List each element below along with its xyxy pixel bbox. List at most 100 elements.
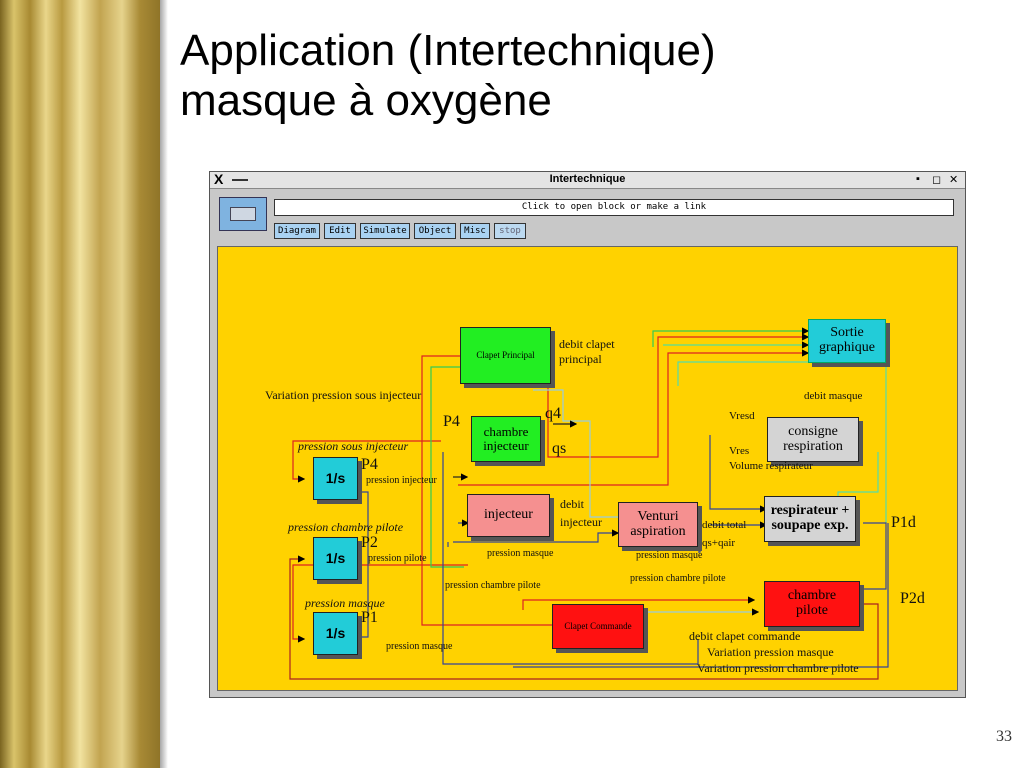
- scicos-main-button[interactable]: [219, 197, 267, 231]
- block-integrator-p1[interactable]: 1/s: [313, 612, 358, 655]
- block-injecteur[interactable]: injecteur: [467, 494, 550, 537]
- menu-edit-button[interactable]: Edit: [324, 223, 356, 239]
- block-respirateur-line2: soupape exp.: [771, 518, 849, 533]
- wire-blue-6: [698, 523, 701, 553]
- label-pression-masque-right: pression masque: [636, 550, 703, 561]
- menu-object-button[interactable]: Object: [414, 223, 456, 239]
- message-bar: Click to open block or make a link: [274, 199, 954, 216]
- window-titlebar[interactable]: X Intertechnique ▪ ◻ ✕: [210, 171, 965, 189]
- wire-blue-1: [442, 452, 699, 665]
- label-debit-masque: debit masque: [804, 390, 863, 402]
- label-pression-chambre-pilote-1: pression chambre pilote: [445, 580, 541, 591]
- wire-blue-7: [863, 522, 887, 590]
- block-clapet-commande[interactable]: Clapet Commande: [552, 604, 644, 649]
- label-vres: Vres: [729, 445, 750, 457]
- block-integrator-p2[interactable]: 1/s: [313, 537, 358, 580]
- wire-red-sortie-2: [458, 349, 810, 486]
- block-sortie-line1: Sortie: [830, 325, 864, 341]
- label-qs: qs: [552, 440, 567, 457]
- diagram-canvas[interactable]: Clapet Principal chambre injecteur 1/s 1…: [217, 246, 958, 691]
- block-venturi-aspiration[interactable]: Venturi aspiration: [618, 502, 698, 547]
- window-menu-icon[interactable]: X: [214, 171, 224, 187]
- menu-stop-button[interactable]: stop: [494, 223, 526, 239]
- block-sortie-graphique[interactable]: Sortie graphique: [808, 319, 886, 363]
- slide-title-line1: Application (Intertechnique): [180, 26, 716, 75]
- block-clapet-principal-label: Clapet Principal: [476, 349, 535, 360]
- block-chambre-injecteur-line2: injecteur: [483, 438, 529, 453]
- block-venturi-line2: aspiration: [630, 523, 686, 539]
- wire-blue-3: [453, 529, 620, 543]
- label-p2d: P2d: [900, 590, 925, 607]
- wire-red-p1-integrator: [292, 564, 468, 643]
- label-pression-injecteur: pression injecteur: [366, 475, 437, 486]
- block-chambre-injecteur-line1: chambre: [483, 424, 529, 440]
- menu-misc-button[interactable]: Misc: [460, 223, 490, 239]
- block-consigne-respiration[interactable]: consigne respiration: [767, 417, 859, 462]
- block-chambre-pilote[interactable]: chambre pilote: [764, 581, 860, 627]
- label-debit-clapet-2: principal: [559, 352, 602, 366]
- scicos-window: X Intertechnique ▪ ◻ ✕ Click to open blo…: [209, 171, 966, 698]
- page-number: 33: [996, 728, 1012, 745]
- block-chambre-pilote-line1: chambre: [787, 588, 837, 604]
- block-clapet-commande-label: Clapet Commande: [564, 620, 632, 631]
- label-debit-clapet-commande: debit clapet commande: [689, 629, 801, 643]
- wire-red-clapet-feedback: [421, 355, 552, 626]
- block-chambre-injecteur[interactable]: chambre injecteur: [471, 416, 541, 462]
- wire-red-pilote: [522, 596, 756, 610]
- label-variation-pression-chambre-pilote: Variation pression chambre pilote: [697, 661, 859, 675]
- block-consigne-line1: consigne: [788, 423, 838, 439]
- label-pression-chambre-pilote-2: pression chambre pilote: [630, 573, 726, 584]
- wire-green-sortie: [652, 327, 810, 347]
- grip-icon: [232, 179, 248, 181]
- label-pression-masque-bottom: pression masque: [386, 641, 453, 652]
- block-venturi-line1: Venturi: [637, 508, 679, 524]
- label-p1: P1: [361, 609, 378, 626]
- wire-blue-8: [513, 523, 889, 668]
- block-integrator-p4[interactable]: 1/s: [313, 457, 358, 500]
- maximize-icon[interactable]: ◻: [932, 174, 942, 186]
- close-icon[interactable]: ✕: [949, 174, 959, 186]
- block-consigne-line2: respiration: [783, 438, 843, 454]
- block-respirateur-soupape[interactable]: respirateur + soupape exp.: [764, 496, 856, 542]
- label-p2: P2: [361, 534, 378, 551]
- slide-title: Application (Intertechnique) masque à ox…: [180, 26, 716, 126]
- label-debit-injecteur: injecteur: [560, 515, 602, 529]
- block-integrator-p2-label: 1/s: [325, 550, 346, 567]
- label-pression-masque-italic: pression masque: [305, 596, 385, 610]
- wire-red-p4-integrator: [292, 440, 441, 483]
- block-chambre-pilote-line2: pilote: [796, 603, 828, 618]
- wire-green-1: [430, 366, 549, 568]
- label-debit: debit: [560, 497, 584, 511]
- wire-blue-4: [709, 435, 768, 513]
- menu-diagram-button[interactable]: Diagram: [274, 223, 320, 239]
- block-clapet-principal[interactable]: Clapet Principal: [460, 327, 551, 384]
- label-volume-respirateur: Volume respirateur: [729, 460, 813, 472]
- minimize-icon[interactable]: ▪: [916, 173, 920, 185]
- block-sortie-line2: graphique: [819, 340, 875, 355]
- label-pression-masque-mid: pression masque: [487, 548, 554, 559]
- label-variation-pression-masque: Variation pression masque: [707, 645, 834, 659]
- slide-title-line2: masque à oxygène: [180, 76, 552, 125]
- label-pression-pilote: pression pilote: [368, 553, 427, 564]
- label-debit-clapet-1: debit clapet: [559, 337, 615, 351]
- block-integrator-p1-label: 1/s: [325, 625, 346, 642]
- block-integrator-p4-label: 1/s: [325, 470, 346, 487]
- label-vresd: Vresd: [729, 410, 755, 422]
- label-qs-qair: qs+qair: [702, 537, 736, 549]
- label-q4: q4: [545, 405, 561, 422]
- slide-border-decoration: [0, 0, 168, 768]
- label-variation-pression-injecteur: Variation pression sous injecteur: [265, 388, 422, 402]
- menu-simulate-button[interactable]: Simulate: [360, 223, 410, 239]
- wire-green-debit-masque: [677, 361, 887, 523]
- wire-red-variation-pilote: [289, 555, 879, 680]
- wire-blue-9: [353, 491, 369, 638]
- block-injecteur-label: injecteur: [484, 507, 533, 523]
- label-p4: P4: [361, 456, 378, 473]
- label-pression-chambre-pilote-italic: pression chambre pilote: [288, 520, 404, 534]
- label-p4-left: P4: [443, 413, 460, 430]
- block-respirateur-line1: respirateur +: [770, 503, 850, 519]
- label-p1d: P1d: [891, 514, 916, 531]
- label-debit-total: debit total: [702, 519, 747, 531]
- window-icon: [230, 207, 256, 221]
- window-title: Intertechnique: [549, 173, 626, 185]
